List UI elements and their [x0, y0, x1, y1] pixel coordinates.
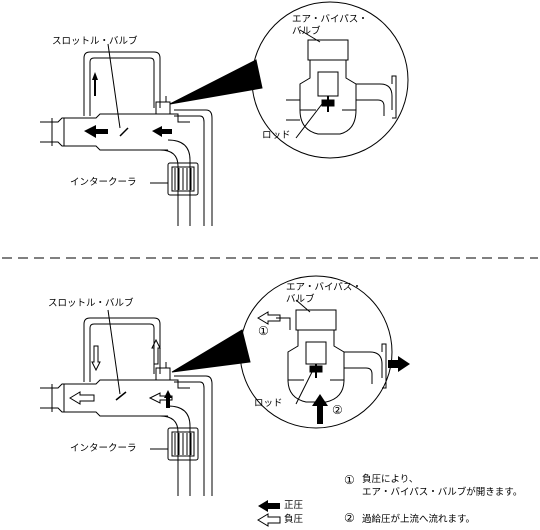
bottom-return-pipe — [83, 317, 161, 382]
bottom-intercooler — [167, 427, 199, 461]
top-throttle-label: スロットル・バルブ — [52, 36, 138, 47]
top-bypass-label-1: エア・バイパス・ — [292, 14, 368, 25]
bottom-marker-1: ① — [258, 324, 269, 338]
bottom-bypass-label-2: バルブ — [286, 294, 315, 305]
note-2-text: 過給圧が上流へ流れます。 — [362, 514, 476, 525]
bottom-arrow-up-hollow — [151, 338, 161, 365]
top-rod-label: ロッド — [262, 130, 291, 141]
top-intake-pipe — [40, 113, 190, 123]
bottom-arrow-up-solid-2 — [312, 394, 328, 424]
bottom-bypass-valve-small — [155, 367, 171, 381]
bottom-arrow-left-hollow-1 — [69, 391, 95, 405]
top-bypass-label-2: バルブ — [292, 26, 321, 37]
note-1-marker: ① — [344, 473, 355, 487]
bottom-arrow-up-solid — [164, 390, 172, 408]
top-intercooler-label: インタークーラ — [70, 177, 137, 188]
legend-negative-pressure: 負圧 — [284, 514, 304, 525]
bottom-bypass-label-1: エア・バイパス・ — [286, 282, 362, 293]
top-arrow-left-1 — [84, 125, 108, 138]
bottom-intercooler-label: インタークーラ — [70, 443, 137, 454]
legend-positive-pressure: 正圧 — [284, 500, 304, 511]
bottom-arrow-down-hollow — [91, 345, 101, 372]
top-down-pipe — [159, 149, 179, 226]
note-2-marker: ② — [344, 511, 355, 525]
top-arrow-left-2 — [152, 126, 172, 137]
note-1-line1: 負圧により、 — [362, 474, 419, 485]
legend-hollow-arrow-icon — [257, 513, 281, 527]
top-return-pipe — [83, 51, 161, 116]
bottom-marker-2: ② — [332, 403, 343, 417]
bottom-rod-label: ロッド — [254, 398, 283, 409]
top-intercooler — [167, 162, 199, 196]
bottom-throttle-label: スロットル・バルブ — [48, 298, 134, 309]
legend-solid-arrow-icon — [258, 500, 280, 512]
top-arrow-up — [92, 72, 98, 96]
bottom-arrow-right-solid — [388, 356, 410, 372]
bottom-arrow-left-hollow-3 — [257, 311, 281, 325]
note-1-line2: エア・バイパス・バルブが開きます。 — [362, 487, 523, 498]
top-bypass-valve-small — [155, 101, 171, 115]
bottom-intake-pipe — [40, 379, 190, 389]
